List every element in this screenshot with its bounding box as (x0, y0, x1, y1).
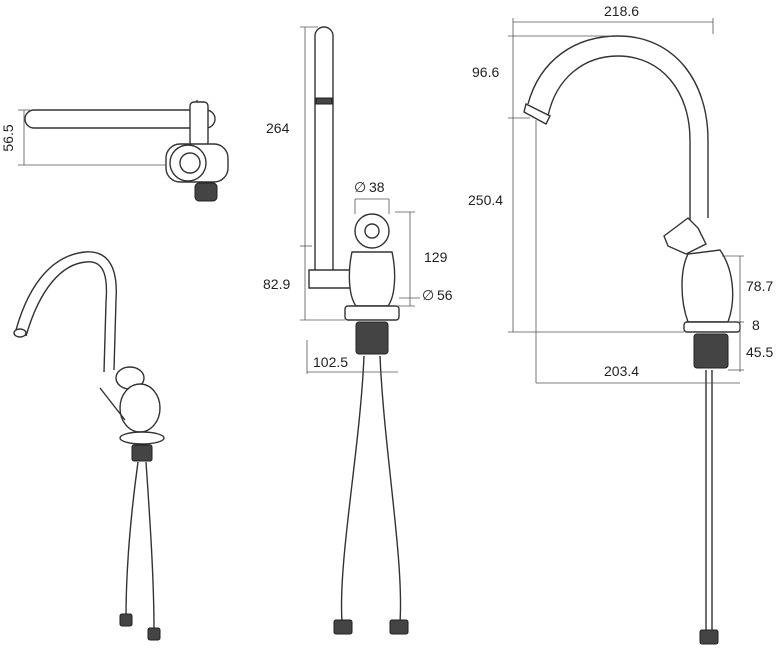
front-hose-right (379, 355, 402, 623)
side-body (681, 249, 734, 323)
side-base (683, 321, 741, 333)
side-view: 218.6 96.6 250.4 78.7 8 45.5 203.4 (468, 3, 773, 645)
dim-side-body-height: 78.7 (746, 278, 773, 294)
top-view-spout (24, 109, 216, 129)
perspective-base (119, 431, 165, 445)
side-handle (663, 217, 707, 255)
side-spout-outer (527, 35, 709, 218)
dim-side-base-thickness: 8 (752, 317, 760, 333)
front-outlet-arm (308, 269, 353, 289)
dim-side-overall-width: 218.6 (604, 3, 639, 19)
dim-front-reach: 102.5 (313, 354, 348, 370)
side-shank (693, 333, 729, 369)
perspective-spout (15, 251, 117, 371)
dim-side-spout-drop: 96.6 (472, 64, 499, 80)
dim-front-body-height: 129 (424, 249, 448, 265)
perspective-view (13, 251, 165, 641)
diameter-symbol-handle: ∅ (354, 179, 366, 195)
perspective-body (119, 383, 161, 433)
dim-front-spout-height: 264 (266, 120, 290, 136)
perspective-shank (131, 444, 153, 462)
front-shank (355, 321, 389, 355)
dim-top-width: 56.5 (0, 124, 16, 151)
dim-front-base-diameter: 56 (437, 287, 453, 303)
diameter-symbol-base: ∅ (422, 287, 434, 303)
top-view-collar (189, 101, 209, 147)
dim-side-shank-length: 45.5 (746, 344, 773, 360)
front-body (348, 251, 396, 307)
dim-front-outlet-height: 82.9 (263, 276, 290, 292)
top-view: 56.5 (0, 100, 229, 202)
front-view: 264 ∅ 38 129 82.9 ∅ 56 102.5 (263, 26, 453, 635)
top-view-shank (194, 182, 218, 202)
front-hose-left (340, 355, 365, 623)
side-spout-inner (547, 55, 691, 228)
front-base (344, 305, 400, 321)
dim-side-spout-clearance: 250.4 (468, 192, 503, 208)
perspective-hose-left (125, 461, 139, 619)
perspective-hose-right (145, 461, 155, 631)
dim-side-spout-reach: 203.4 (604, 363, 639, 379)
front-spout (314, 26, 334, 286)
dim-front-handle-diameter: 38 (369, 179, 385, 195)
